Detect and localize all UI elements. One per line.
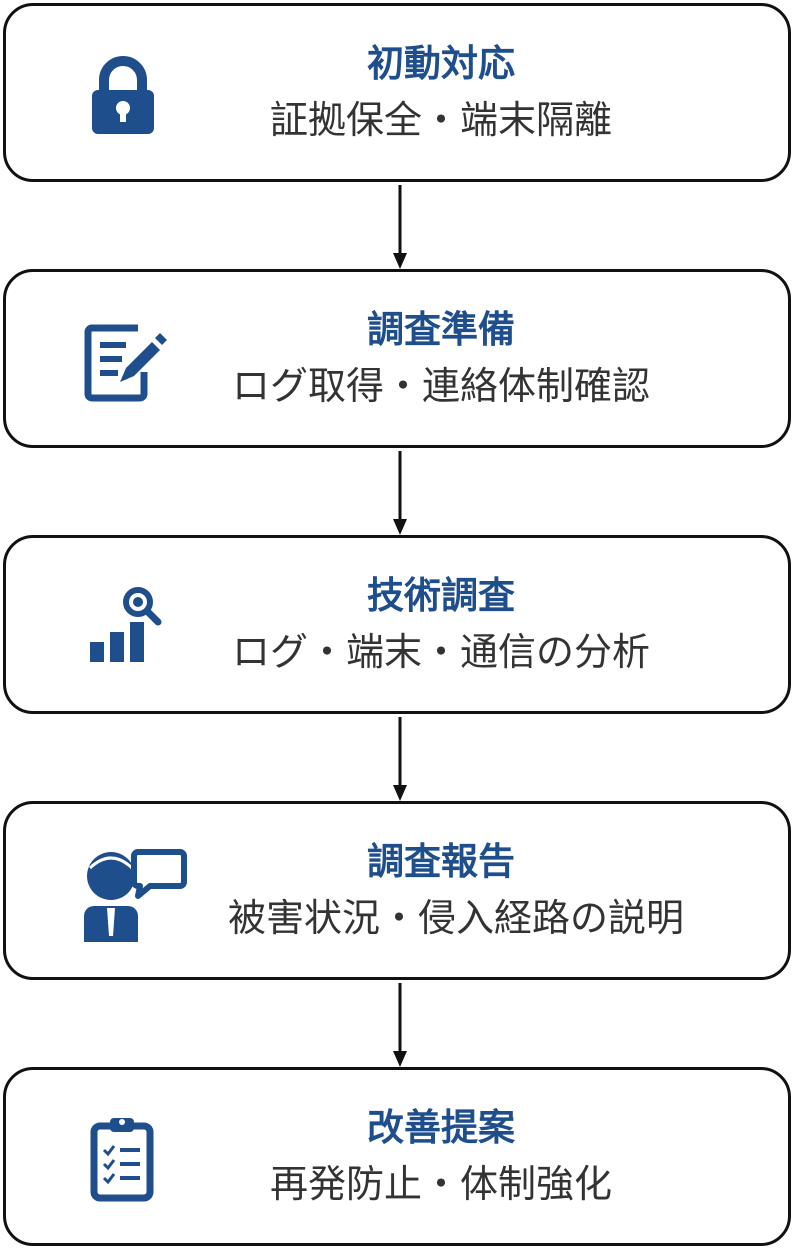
arrow-down [390,185,410,269]
step-title: 技術調査 [367,574,515,617]
step-description: ログ取得・連絡体制確認 [231,364,650,408]
clipboard-checklist-icon [78,1116,168,1202]
step-initial-response: 初動対応 証拠保全・端末隔離 [3,3,791,182]
step-description: 再発防止・体制強化 [269,1162,612,1206]
arrow-down [390,983,410,1067]
arrow-down [390,717,410,801]
step-title: 調査準備 [367,308,515,351]
step-description: 証拠保全・端末隔離 [269,98,612,142]
step-investigation-prep: 調査準備 ログ取得・連絡体制確認 [3,269,791,448]
arrow-down [390,451,410,535]
analytics-search-icon [78,584,168,670]
step-investigation-report: 調査報告 被害状況・侵入経路の説明 [3,801,791,980]
lock-icon [78,52,168,138]
presenter-speech-icon [76,844,196,944]
step-technical-investigation: 技術調査 ログ・端末・通信の分析 [3,535,791,714]
edit-document-icon [78,318,168,404]
step-title: 初動対応 [367,42,515,85]
step-title: 改善提案 [367,1106,515,1149]
step-title: 調査報告 [367,840,515,883]
step-improvement-proposal: 改善提案 再発防止・体制強化 [3,1067,791,1246]
step-description: 被害状況・侵入経路の説明 [227,896,684,940]
step-description: ログ・端末・通信の分析 [231,630,650,674]
